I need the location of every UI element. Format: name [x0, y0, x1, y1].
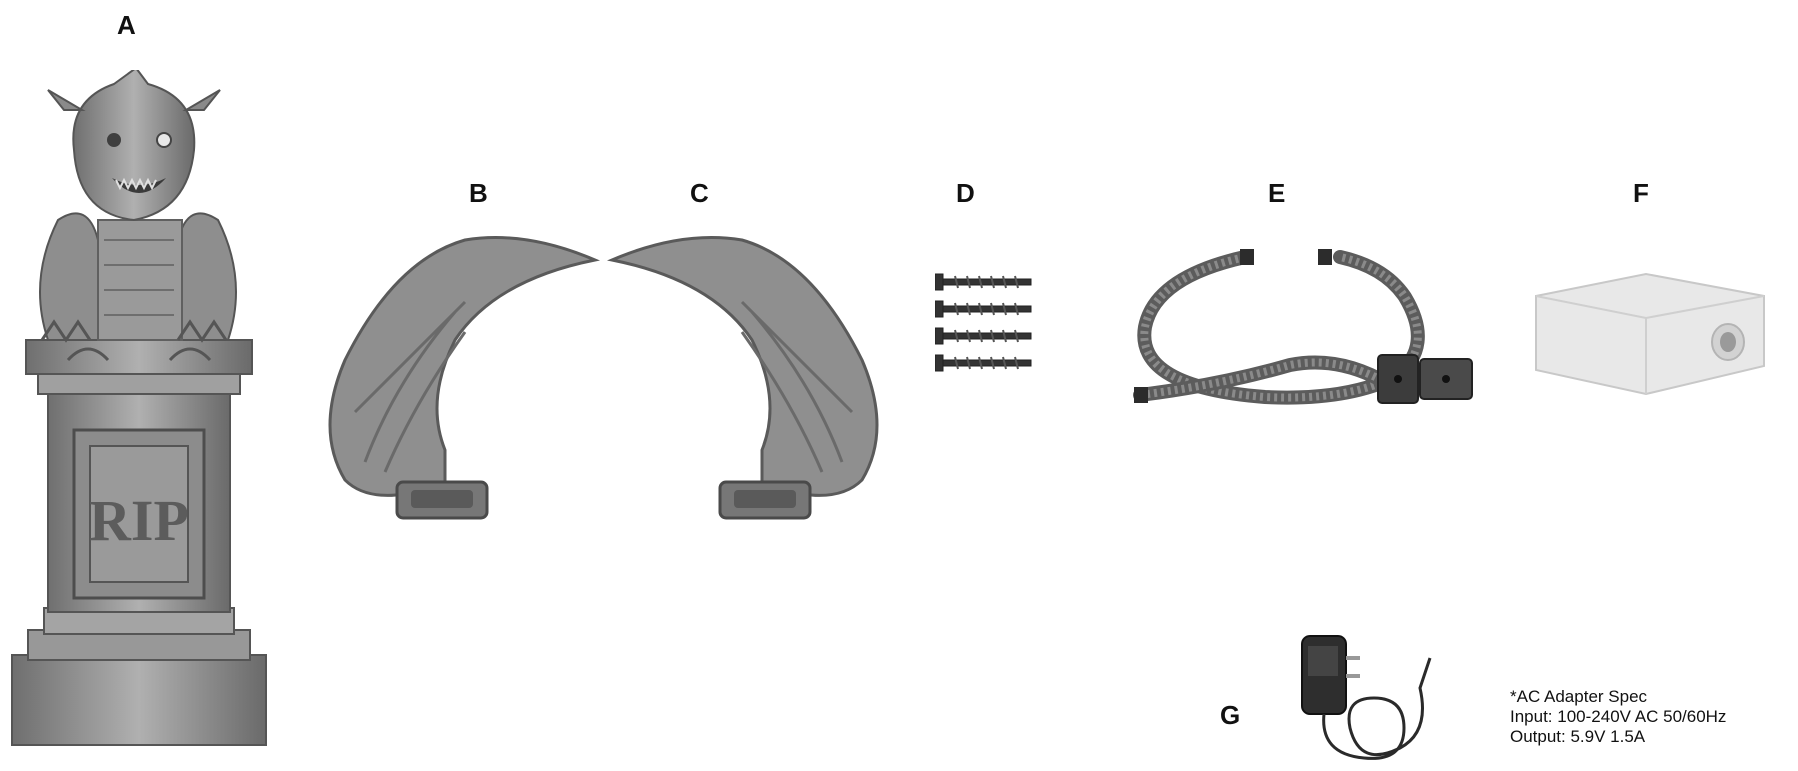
spec-output: Output: 5.9V 1.5A — [1510, 727, 1726, 747]
flexible-hose-icon — [1130, 245, 1480, 425]
part-label-a: A — [117, 12, 136, 38]
part-label-b: B — [469, 180, 488, 206]
gargoyle-tombstone-icon: RIP — [8, 70, 270, 750]
tombstone-rip-text: RIP — [89, 488, 189, 553]
part-label-e: E — [1268, 180, 1285, 206]
spec-title: *AC Adapter Spec — [1510, 687, 1726, 707]
ac-adapter-icon — [1292, 630, 1432, 770]
ac-adapter-spec: *AC Adapter Spec Input: 100-240V AC 50/6… — [1510, 687, 1726, 747]
part-label-f: F — [1633, 180, 1649, 206]
part-label-g: G — [1220, 702, 1240, 728]
part-label-c: C — [690, 180, 709, 206]
right-wing-icon — [602, 232, 882, 522]
screws-icon — [935, 268, 1035, 388]
spec-input: Input: 100-240V AC 50/60Hz — [1510, 707, 1726, 727]
left-wing-icon — [325, 232, 605, 522]
connector-box-icon — [1530, 268, 1770, 398]
part-label-d: D — [956, 180, 975, 206]
